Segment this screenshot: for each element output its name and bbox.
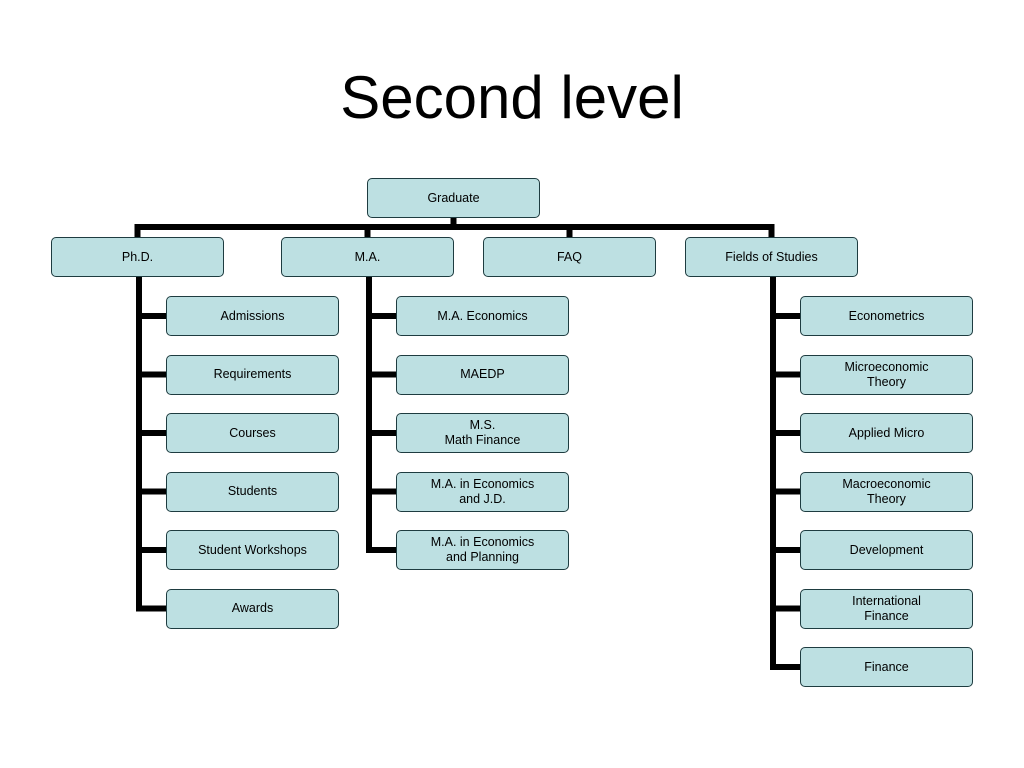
org-node-child[interactable]: M.S. Math Finance (396, 413, 569, 453)
org-node-label: M.S. Math Finance (444, 418, 521, 447)
org-node-root[interactable]: Graduate (367, 178, 540, 218)
org-node-branch[interactable]: FAQ (483, 237, 656, 277)
org-node-label: Awards (231, 601, 274, 615)
org-node-branch[interactable]: M.A. (281, 237, 454, 277)
org-node-child[interactable]: Admissions (166, 296, 339, 336)
org-node-label: M.A. Economics (437, 308, 528, 323)
org-node-label: M.A. in Economics and Planning (430, 535, 535, 564)
org-node-label: Fields of Studies (725, 249, 818, 264)
org-node-child[interactable]: M.A. Economics (396, 296, 569, 336)
org-node-child[interactable]: M.A. in Economics and Planning (396, 530, 569, 570)
org-node-child[interactable]: Finance (800, 647, 973, 687)
org-node-label: Econometrics (848, 308, 925, 323)
org-node-child[interactable]: Student Workshops (166, 530, 339, 570)
slide-title: Second level (340, 64, 684, 131)
org-node-label: FAQ (556, 249, 582, 264)
org-node-label: Courses (229, 425, 276, 440)
org-node-child[interactable]: Requirements (166, 354, 339, 395)
org-node-label: Admissions (220, 308, 285, 323)
org-node-label: Macroeconomic Theory (842, 476, 931, 506)
org-node-child[interactable]: Courses (166, 413, 339, 453)
org-node-child[interactable]: M.A. in Economics and J.D. (396, 471, 569, 512)
org-node-child[interactable]: Awards (166, 588, 339, 629)
org-node-label: Graduate (427, 190, 480, 205)
org-node-child[interactable]: Macroeconomic Theory (800, 471, 973, 512)
org-node-label: International Finance (852, 593, 921, 623)
org-node-label: M.A. in Economics and J.D. (430, 476, 535, 506)
org-node-child[interactable]: Applied Micro (800, 413, 973, 453)
org-node-label: Requirements (213, 367, 292, 381)
org-node-label: Finance (864, 659, 909, 674)
org-node-label: MAEDP (460, 367, 505, 381)
org-node-label: Applied Micro (848, 425, 925, 440)
org-node-label: Development (849, 542, 924, 557)
org-node-child[interactable]: Econometrics (800, 296, 973, 336)
org-node-label: Microeconomic Theory (844, 359, 929, 389)
org-node-child[interactable]: Development (800, 530, 973, 570)
org-node-label: Student Workshops (198, 542, 307, 557)
org-node-child[interactable]: MAEDP (396, 354, 569, 395)
org-node-child[interactable]: International Finance (800, 588, 973, 629)
org-node-label: Students (227, 484, 278, 498)
org-node-label: Ph.D. (121, 249, 154, 264)
org-node-label: M.A. (354, 249, 381, 264)
org-node-child[interactable]: Students (166, 471, 339, 512)
org-node-child[interactable]: Microeconomic Theory (800, 354, 973, 395)
org-node-branch[interactable]: Ph.D. (51, 237, 224, 277)
org-node-branch[interactable]: Fields of Studies (685, 237, 858, 277)
